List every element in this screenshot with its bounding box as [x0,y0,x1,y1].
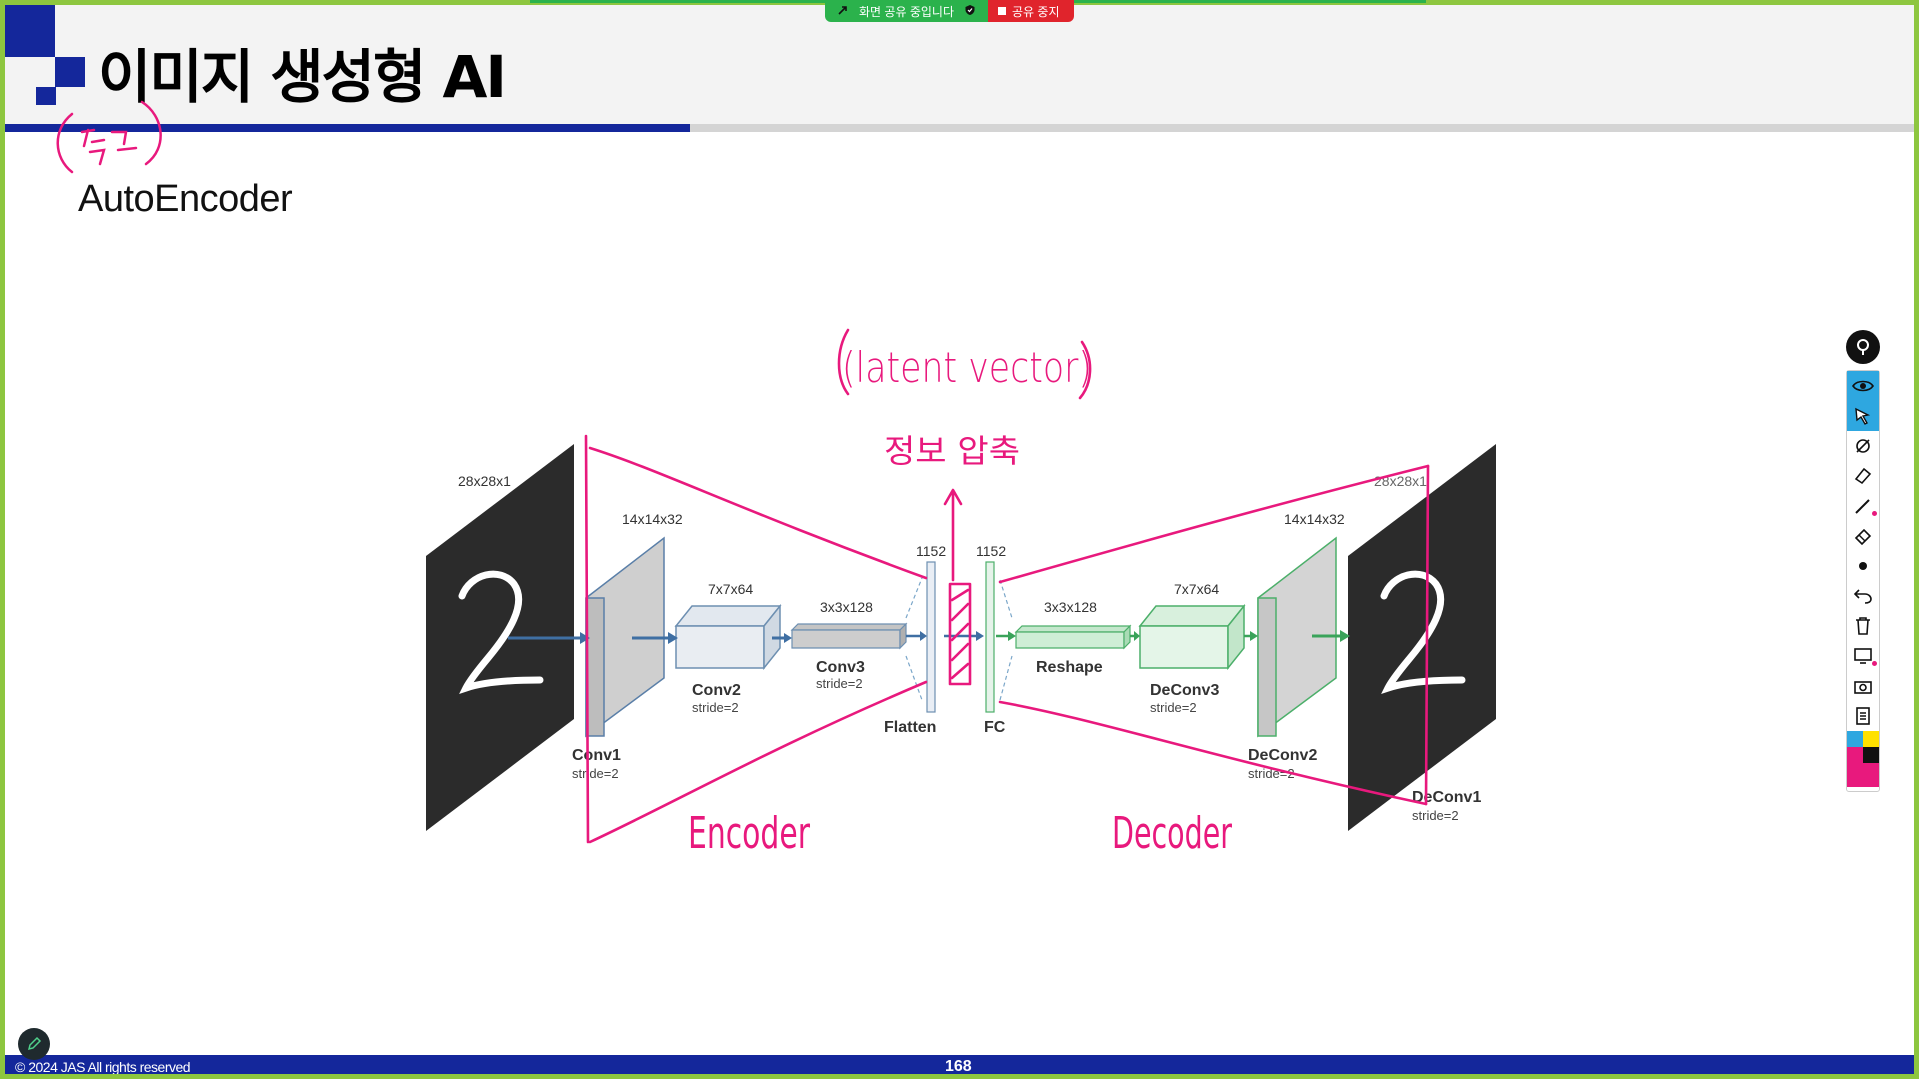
slide-header [5,5,1914,125]
page-number: 168 [945,1058,972,1075]
stride-label: stride=2 [1150,700,1197,715]
pen-annotations [584,328,1430,844]
layer-name: Flatten [884,719,936,736]
layer-name: Conv3 [816,659,865,676]
layer-name: DeConv1 [1412,789,1481,806]
annotation-latent: (latent vector) [842,343,1092,392]
edit-button[interactable] [18,1028,50,1060]
stride-label: stride=2 [1412,808,1459,823]
slide-footer: © 2024 JAS All rights reserved 168 [5,1055,1914,1075]
layer-name: Reshape [1036,659,1103,676]
tool-panel [1846,370,1880,792]
eye-icon[interactable] [1847,371,1879,401]
annotation-encoder: Encoder [688,808,811,859]
layer-name: FC [984,719,1006,736]
color-swatch-blue[interactable] [1847,731,1863,747]
stop-share-button[interactable]: 공유 중지 [988,0,1074,22]
stride-label: stride=2 [816,676,863,691]
section-title: AutoEncoder [78,178,293,220]
conv2-block [674,603,782,671]
shape-label: 1152 [976,543,1006,559]
layer-name: DeConv3 [1150,682,1219,699]
handwritten-note [56,100,162,174]
eraser-icon[interactable] [1847,521,1879,551]
flatten-vector [926,561,936,713]
color-swatch-pink[interactable] [1847,747,1863,763]
shape-label: 1152 [916,543,946,559]
pointer-icon[interactable] [1847,401,1879,431]
layer-name: Conv1 [572,747,621,764]
stride-label: stride=2 [692,700,739,715]
pen-color-dot [1872,511,1877,516]
logo-block [55,57,85,87]
title-rule [5,124,690,132]
conv1-block [585,536,665,738]
shape-label: 3x3x128 [1044,599,1097,615]
digit-two-input [458,570,544,694]
color-palette [1847,731,1879,787]
stop-icon [998,4,1006,18]
shield-icon [964,4,976,19]
stride-label: stride=2 [572,766,619,781]
fc-vector [985,561,995,713]
screen-share-bar: 화면 공유 중입니다 공유 중지 [825,0,1074,22]
notes-icon[interactable] [1847,701,1879,731]
conv3-block [790,622,908,650]
stop-share-label: 공유 중지 [1012,4,1060,19]
screen-icon[interactable] [1847,641,1879,671]
annotation-toolbar [1846,330,1880,792]
pencil-icon [27,1036,42,1051]
shape-label: 7x7x64 [708,581,753,597]
undo-icon[interactable] [1847,581,1879,611]
shape-label: 3x3x128 [820,599,873,615]
deconv3-block [1138,603,1246,671]
shape-label: 28x28x1 [1374,473,1427,489]
trash-icon[interactable] [1847,611,1879,641]
digit-two-output [1380,570,1466,694]
camera-icon[interactable] [1847,671,1879,701]
color-swatch-yellow[interactable] [1863,731,1879,747]
layer-name: DeConv2 [1248,747,1317,764]
shape-label: 14x14x32 [1284,511,1345,527]
annotation-compress: 정보 압축 [884,432,1020,470]
share-status-label: 화면 공유 중입니다 [859,4,954,19]
logo-block [36,87,56,105]
share-status[interactable]: 화면 공유 중입니다 [825,0,988,22]
shape-label: 28x28x1 [458,473,511,489]
laser-icon[interactable] [1847,431,1879,461]
title-rule-grey [690,124,1914,132]
color-swatch-pink[interactable] [1847,763,1879,787]
color-swatch-black[interactable] [1863,747,1879,763]
slide-title: 이미지 생성형 AI [98,43,507,111]
share-arrow-icon [837,4,849,19]
annotation-decoder: Decoder [1112,808,1233,859]
logo-block [5,5,55,57]
highlighter-icon[interactable] [1847,461,1879,491]
copyright: © 2024 JAS All rights reserved [15,1059,191,1075]
pen-icon[interactable] [1847,491,1879,521]
pin-icon[interactable] [1846,330,1880,364]
dot-icon[interactable] [1847,551,1879,581]
deconv2-block [1257,536,1337,738]
shape-label: 7x7x64 [1174,581,1219,597]
flow-arrows [508,577,1350,701]
shape-label: 14x14x32 [622,511,683,527]
screen-dot [1872,661,1877,666]
layer-name: Conv2 [692,682,741,699]
reshape-block [1014,624,1132,650]
